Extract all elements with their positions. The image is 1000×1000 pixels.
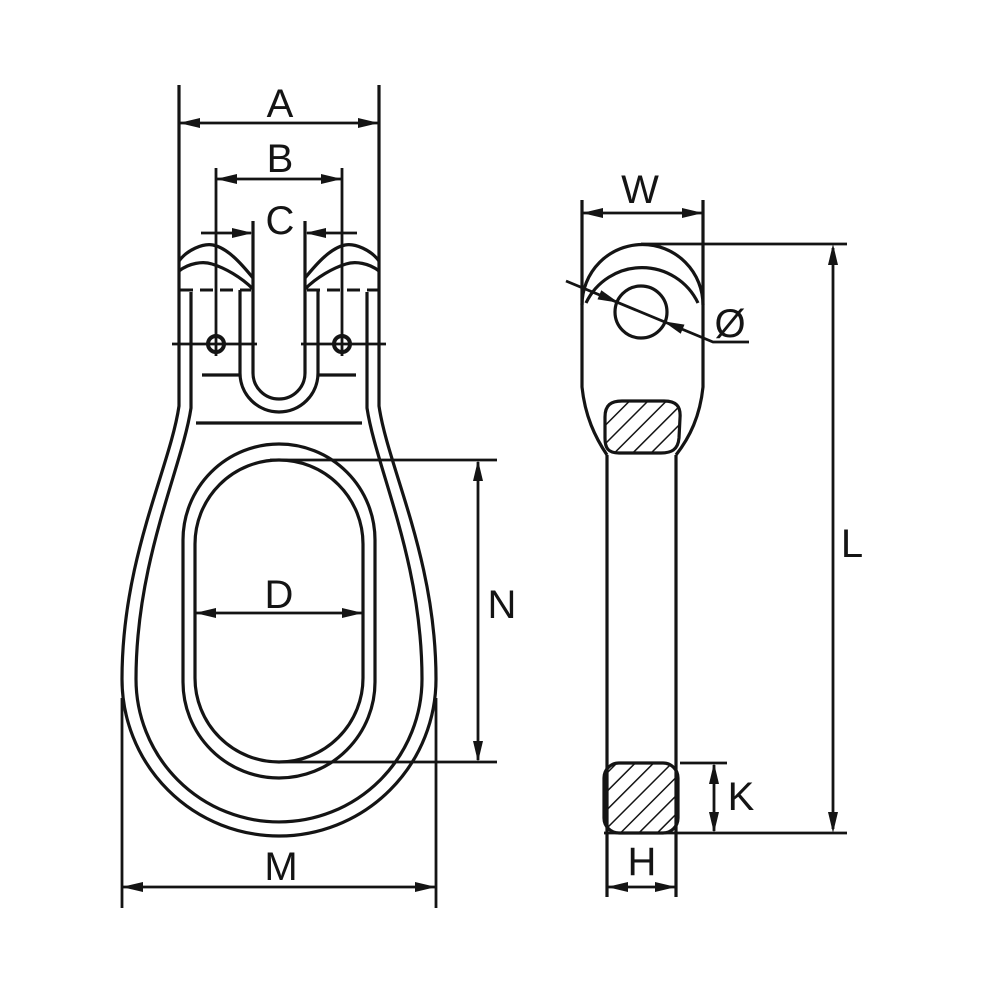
dim-N-arrow-down	[473, 741, 483, 762]
dim-label-A: A	[267, 82, 294, 126]
dim-C-arrow-left	[232, 228, 253, 238]
dim-W-arrow-left	[582, 208, 603, 218]
dimension-L: L	[604, 242, 863, 835]
right-ear-lower-curve	[303, 261, 380, 291]
dimension-H: H	[607, 840, 676, 892]
dimension-M: M	[120, 698, 438, 908]
dim-B-arrow-right	[321, 174, 342, 184]
dim-label-M: M	[264, 845, 297, 889]
right-ear-upper-curve	[303, 243, 381, 280]
eye-side-right	[674, 200, 705, 456]
dim-K-arrow-up	[709, 763, 719, 784]
dim-L-arrow-down	[828, 812, 838, 833]
clevis-slot-outer-u	[238, 290, 320, 414]
dimension-diameter: Ø	[565, 279, 749, 346]
dim-K-arrow-down	[709, 812, 719, 833]
dim-M-arrow-left	[122, 882, 143, 892]
dim-label-N: N	[488, 583, 517, 627]
dim-label-D: D	[265, 573, 294, 617]
dim-A-arrow-right	[358, 118, 379, 128]
dim-A-arrow-left	[179, 118, 200, 128]
dimension-B: B	[214, 137, 344, 356]
side-view: W Ø L K	[565, 168, 863, 897]
dim-label-diameter: Ø	[714, 302, 745, 346]
dim-label-C: C	[266, 199, 295, 243]
dim-diameter-arrow-upper	[597, 290, 619, 303]
oval-opening-inner	[193, 458, 365, 764]
dim-H-arrow-right	[655, 882, 676, 892]
dimension-A: A	[179, 82, 379, 128]
dimension-W: W	[582, 168, 703, 218]
dim-B-arrow-left	[216, 174, 237, 184]
dimension-N: N	[270, 458, 517, 764]
dim-M-arrow-right	[415, 882, 436, 892]
dim-D-arrow-right	[342, 608, 363, 618]
oval-opening-outer	[181, 442, 377, 780]
left-ear-upper-curve	[177, 243, 255, 280]
dim-label-K: K	[728, 775, 755, 819]
lower-section-hatch	[602, 761, 680, 835]
eye-side-left	[580, 200, 609, 456]
dimension-K: K	[680, 761, 755, 833]
dim-N-arrow-up	[473, 460, 483, 481]
clevis-slot-inner	[251, 221, 307, 401]
dim-label-L: L	[841, 522, 863, 566]
dimension-C: C	[201, 199, 357, 243]
dim-label-W: W	[621, 168, 659, 212]
dim-label-B: B	[267, 137, 294, 181]
dim-W-arrow-right	[682, 208, 703, 218]
eye-dome-inner-arc	[584, 266, 700, 304]
left-ear-lower-curve	[178, 261, 255, 291]
dim-H-arrow-left	[607, 882, 628, 892]
dim-D-arrow-left	[195, 608, 216, 618]
dim-L-arrow-up	[828, 244, 838, 265]
dim-C-arrow-right	[305, 228, 326, 238]
dim-label-H: H	[628, 840, 657, 884]
front-view: A B C D	[120, 82, 517, 908]
front-outer-contour	[120, 85, 438, 838]
dim-diameter-arrow-lower	[663, 321, 685, 334]
front-inner-contour	[134, 292, 424, 824]
eye-hole	[613, 284, 669, 340]
upper-section-hatch	[603, 399, 682, 455]
dimension-D: D	[195, 573, 363, 618]
